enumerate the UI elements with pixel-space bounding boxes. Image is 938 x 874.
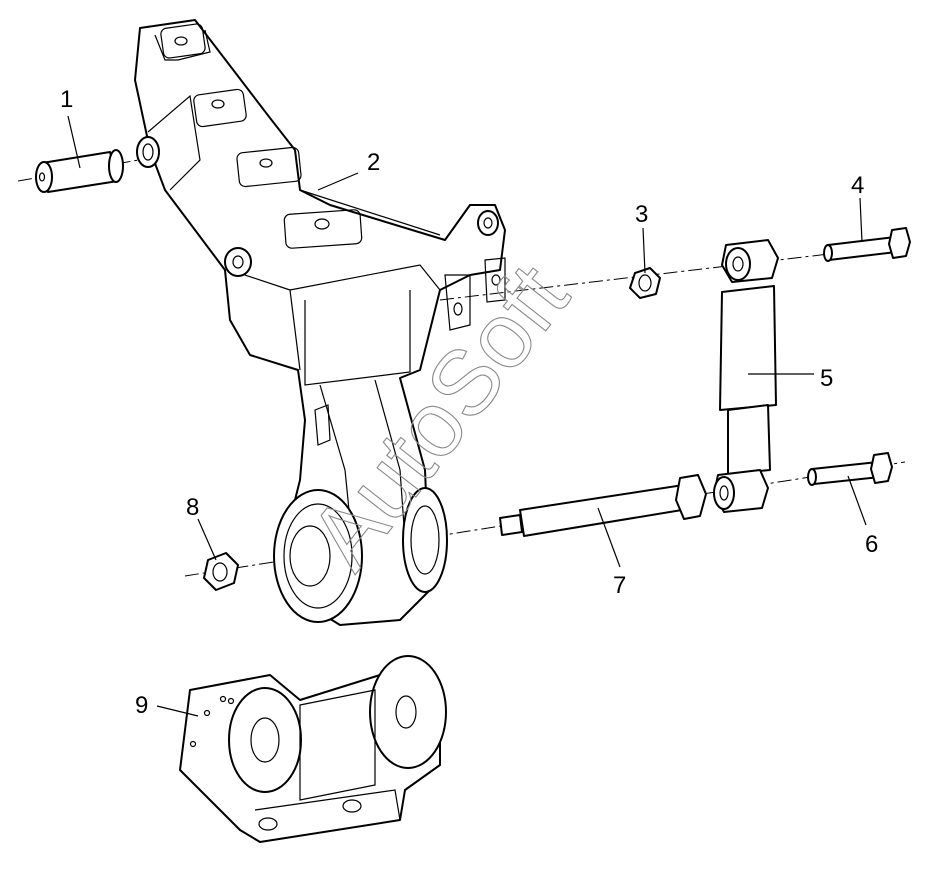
callout-1: 1 <box>60 86 73 113</box>
callout-7: 7 <box>613 572 626 599</box>
callout-6: 6 <box>865 531 878 558</box>
frame-bracket-part <box>134 19 506 626</box>
mounting-bracket-part <box>179 655 447 843</box>
nut-upper-part <box>629 267 661 299</box>
callout-labels: 1 2 3 4 5 6 7 8 9 <box>60 86 878 719</box>
bolt-upper-part <box>823 227 911 262</box>
leader-lines <box>67 115 867 717</box>
long-bolt-part <box>499 474 707 537</box>
pin-part <box>35 149 124 193</box>
callout-4: 4 <box>851 172 864 199</box>
assembly-axes <box>17 157 906 577</box>
callout-5: 5 <box>820 365 833 392</box>
shock-absorber-part <box>713 239 779 513</box>
callout-8: 8 <box>186 494 199 521</box>
callout-3: 3 <box>635 201 648 228</box>
nut-lower-part <box>203 552 239 591</box>
callout-2: 2 <box>367 149 380 176</box>
bolt-lower-part <box>807 452 893 486</box>
callout-9: 9 <box>135 692 148 719</box>
